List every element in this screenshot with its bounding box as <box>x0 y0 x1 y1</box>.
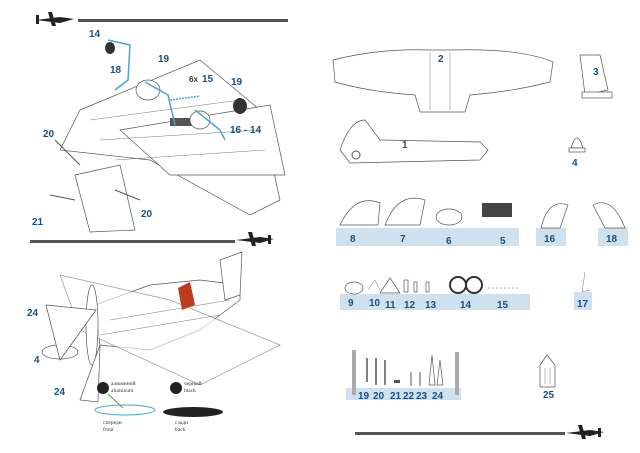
parts-row-1: 8 7 6 5 <box>336 197 519 247</box>
part-18-label: 18 <box>606 234 618 245</box>
part-15-label: 15 <box>497 300 509 311</box>
legend-front-ru: спереди <box>103 420 122 426</box>
part-25: 25 <box>539 354 556 401</box>
part-20-label: 20 <box>373 391 385 402</box>
part-10-label: 10 <box>369 298 381 309</box>
legend-back-ru: сзади <box>175 420 188 426</box>
part-17: 17 <box>574 271 592 310</box>
parts-row-3: 19 20 21 22 23 24 <box>346 350 461 402</box>
part-wing: 2 <box>332 49 554 113</box>
callout-4: 4 <box>34 355 40 366</box>
part-2-label: 2 <box>438 54 444 65</box>
header-rule-bottom <box>355 425 604 439</box>
part-8-label: 8 <box>350 234 356 245</box>
callout-19b: 19 <box>231 77 243 88</box>
callout-18: 18 <box>110 65 122 76</box>
assembly-view-side <box>41 251 281 403</box>
legend-black-ru: черный <box>184 380 202 387</box>
part-1-label: 1 <box>402 140 408 151</box>
parts-bar <box>340 294 530 310</box>
part-fuselage: 1 <box>339 119 489 164</box>
part-25-label: 25 <box>543 390 555 401</box>
aluminum-swatch-icon <box>97 382 109 394</box>
parts-bar <box>336 228 519 246</box>
callout-24: 24 <box>27 308 39 319</box>
part-7-label: 7 <box>400 234 406 245</box>
part-11-label: 11 <box>385 300 396 311</box>
part-24-label: 24 <box>432 391 444 402</box>
part-13-label: 13 <box>425 300 437 311</box>
part-6-label: 6 <box>446 236 452 247</box>
callout-20b: 20 <box>141 209 153 220</box>
legend-front-en: front <box>103 426 114 433</box>
header-rule-mid <box>30 232 274 246</box>
part-12-label: 12 <box>404 300 416 311</box>
part-19-label: 19 <box>358 391 370 402</box>
parts-row-2: 9 10 11 12 13 14 15 <box>340 276 530 311</box>
callout-6x: 6x <box>189 75 198 84</box>
part-4-label: 4 <box>572 158 578 169</box>
callout-15: 15 <box>202 74 214 85</box>
callout-24b: 24 <box>54 387 66 398</box>
part-18: 18 <box>592 202 628 246</box>
part-14-label: 14 <box>460 300 472 311</box>
part-spinner: 4 <box>568 137 586 169</box>
legend-aluminum-en: aluminum <box>111 388 134 394</box>
legend-back-en: back <box>175 427 186 433</box>
part-16: 16 <box>536 203 569 246</box>
part-5-label: 5 <box>500 236 506 247</box>
legend-aluminum-ru: алюминий <box>111 380 136 387</box>
airplane-silhouette-icon <box>566 425 604 439</box>
part-9-label: 9 <box>348 298 354 309</box>
callout-16-14: 16 - 14 <box>230 125 262 136</box>
part-22-label: 22 <box>403 391 415 402</box>
part-16-label: 16 <box>544 234 556 245</box>
airplane-silhouette-icon <box>236 232 274 246</box>
part-21-label: 21 <box>390 391 402 402</box>
part-17-label: 17 <box>577 299 589 310</box>
callout-21: 21 <box>32 217 44 228</box>
callout-14: 14 <box>89 29 101 40</box>
part-tail: 3 <box>579 54 613 99</box>
callout-19: 19 <box>158 54 170 65</box>
black-swatch-icon <box>170 382 182 394</box>
parts-bar <box>346 388 461 400</box>
callouts-top-left: 14 18 19 6x 15 19 16 - 14 20 21 20 <box>32 29 262 228</box>
callout-20: 20 <box>43 129 55 140</box>
airplane-silhouette-icon <box>36 12 74 26</box>
callouts-bottom-left: 24 4 24 <box>27 308 66 398</box>
assembly-view-underside <box>49 39 286 233</box>
color-legend: алюминий aluminum черный black спереди f… <box>94 380 223 433</box>
header-rule-top <box>36 12 288 26</box>
part-23-label: 23 <box>416 391 428 402</box>
legend-black-en: black <box>184 388 196 394</box>
part-3-label: 3 <box>593 67 599 78</box>
